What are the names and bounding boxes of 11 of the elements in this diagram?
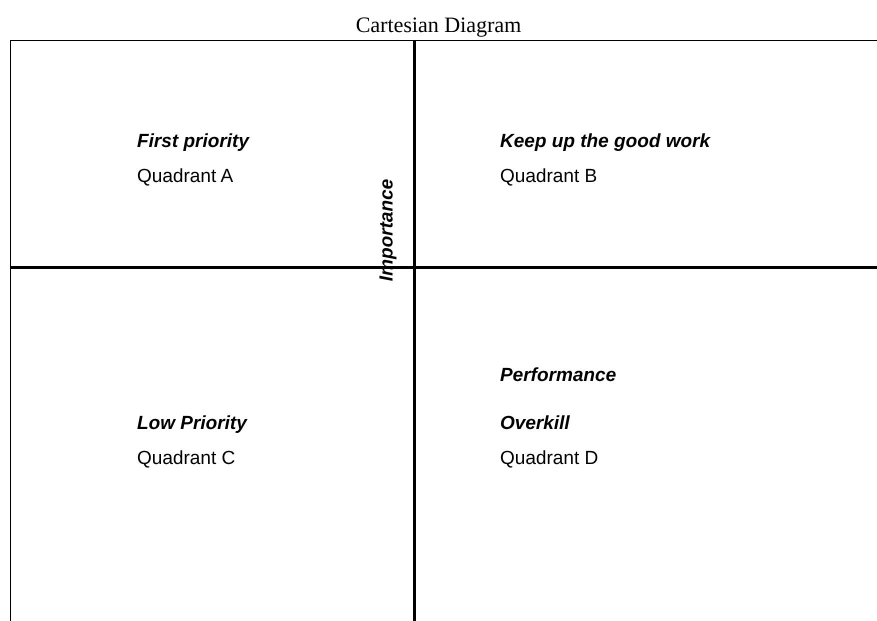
- quadrant-heading: Low Priority: [137, 412, 247, 436]
- axis-label: Importance: [376, 178, 398, 282]
- quadrant-label: Quadrant C: [137, 447, 236, 471]
- quadrant-heading: Keep up the good work: [500, 130, 710, 154]
- quadrant-label: Quadrant D: [500, 447, 598, 471]
- quadrant-label: Quadrant A: [137, 165, 234, 189]
- quadrant-label: Quadrant B: [500, 165, 598, 189]
- axis-label: Performance: [500, 364, 616, 388]
- diagram-title: Cartesian Diagram: [354, 12, 522, 38]
- quadrant-heading: Overkill: [500, 412, 570, 436]
- quadrant-heading: First priority: [137, 130, 249, 154]
